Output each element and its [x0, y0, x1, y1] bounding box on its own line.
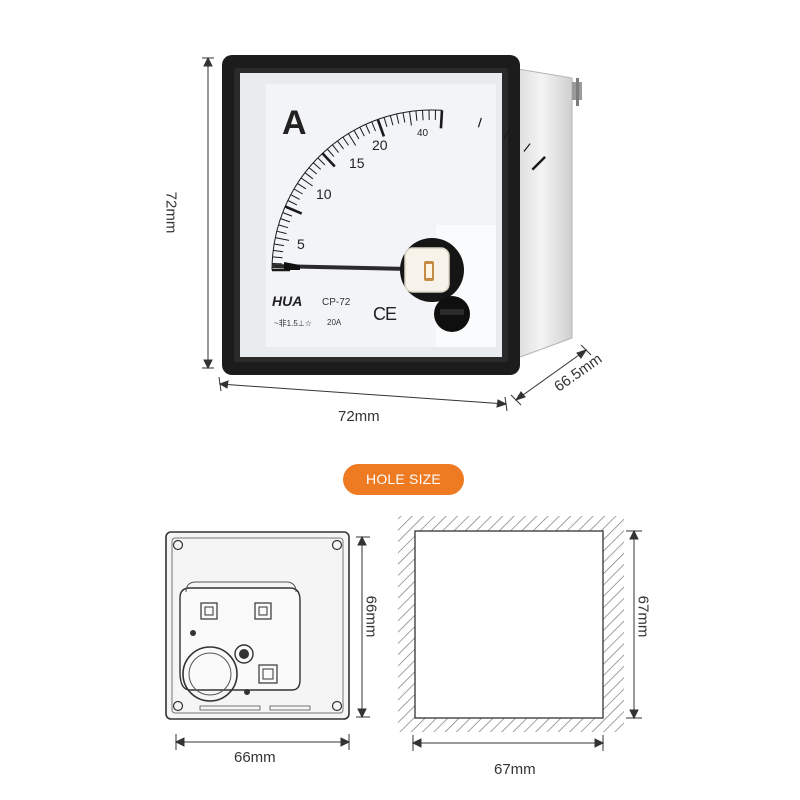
scale-tick	[409, 111, 412, 126]
rear-view	[165, 531, 350, 720]
rear-height-label: 66mm	[362, 595, 380, 638]
scale-tick	[415, 110, 418, 121]
model-label: CP-72	[322, 297, 351, 308]
scale-tick	[284, 205, 303, 215]
scale-tick	[300, 177, 313, 187]
scale-label-15: 15	[349, 155, 365, 171]
scale-tick	[276, 230, 287, 235]
scale-label-20: 20	[372, 137, 388, 153]
scale-tick	[396, 113, 400, 124]
dimension-line-depth	[515, 349, 587, 401]
scale-tick	[280, 218, 291, 223]
unit-symbol: A	[282, 104, 307, 142]
pointer	[272, 262, 410, 271]
scale-tick	[297, 182, 307, 190]
scale-tick	[326, 148, 335, 157]
cutout-height-label: 67mm	[634, 595, 652, 638]
scale-tick	[376, 119, 386, 137]
overload-tick	[477, 117, 482, 128]
scale-tick	[317, 157, 326, 166]
scale-tick	[389, 115, 394, 126]
scale-tick	[312, 162, 322, 170]
scale-tick	[321, 152, 336, 168]
scale-tick	[275, 237, 290, 241]
hole-size-badge: HOLE SIZE	[343, 464, 464, 495]
scale-tick	[290, 194, 300, 200]
scale-tick	[332, 144, 339, 153]
scale-arc	[271, 109, 443, 271]
scale-tick	[274, 243, 285, 247]
scale-tick	[273, 249, 284, 253]
scale-tick	[293, 188, 303, 195]
scale-tick	[353, 130, 360, 140]
panel-cutout	[398, 516, 624, 732]
scale-tick	[304, 172, 314, 180]
scale-tick	[383, 117, 388, 128]
scale-tick	[402, 112, 406, 123]
overload-tick	[503, 129, 510, 139]
scale-label-40: 40	[417, 128, 429, 139]
dimension-line-width	[219, 383, 507, 405]
scale-label-5: 5	[297, 236, 305, 252]
scale-tick	[347, 133, 357, 146]
overload-tick	[531, 156, 546, 171]
rear-width-label: 66mm	[234, 749, 276, 766]
accuracy-mark: ~非1.5⊥☆	[274, 319, 312, 328]
scale-tick	[371, 121, 376, 132]
scale-tick	[278, 224, 289, 229]
front-width-label: 72mm	[338, 408, 380, 425]
rating-label: 20A	[327, 318, 342, 327]
front-height-label: 72mm	[162, 191, 180, 234]
cutout-width-label: 67mm	[494, 761, 536, 778]
overload-tick	[523, 143, 531, 152]
scale-tick	[342, 136, 349, 146]
scale-tick	[439, 110, 444, 129]
brand-label: HUA	[272, 293, 303, 309]
scale-label-10: 10	[316, 186, 332, 202]
scale-tick	[308, 167, 318, 175]
scale-tick	[422, 110, 424, 121]
scale-tick	[359, 126, 365, 137]
scale-tick	[282, 212, 293, 217]
scale-tick	[365, 124, 371, 134]
scale-tick	[337, 140, 344, 150]
scale-tick	[287, 200, 298, 206]
ce-mark: CE	[373, 304, 397, 324]
scale-tick	[272, 256, 283, 259]
meter-body-side	[511, 67, 573, 361]
